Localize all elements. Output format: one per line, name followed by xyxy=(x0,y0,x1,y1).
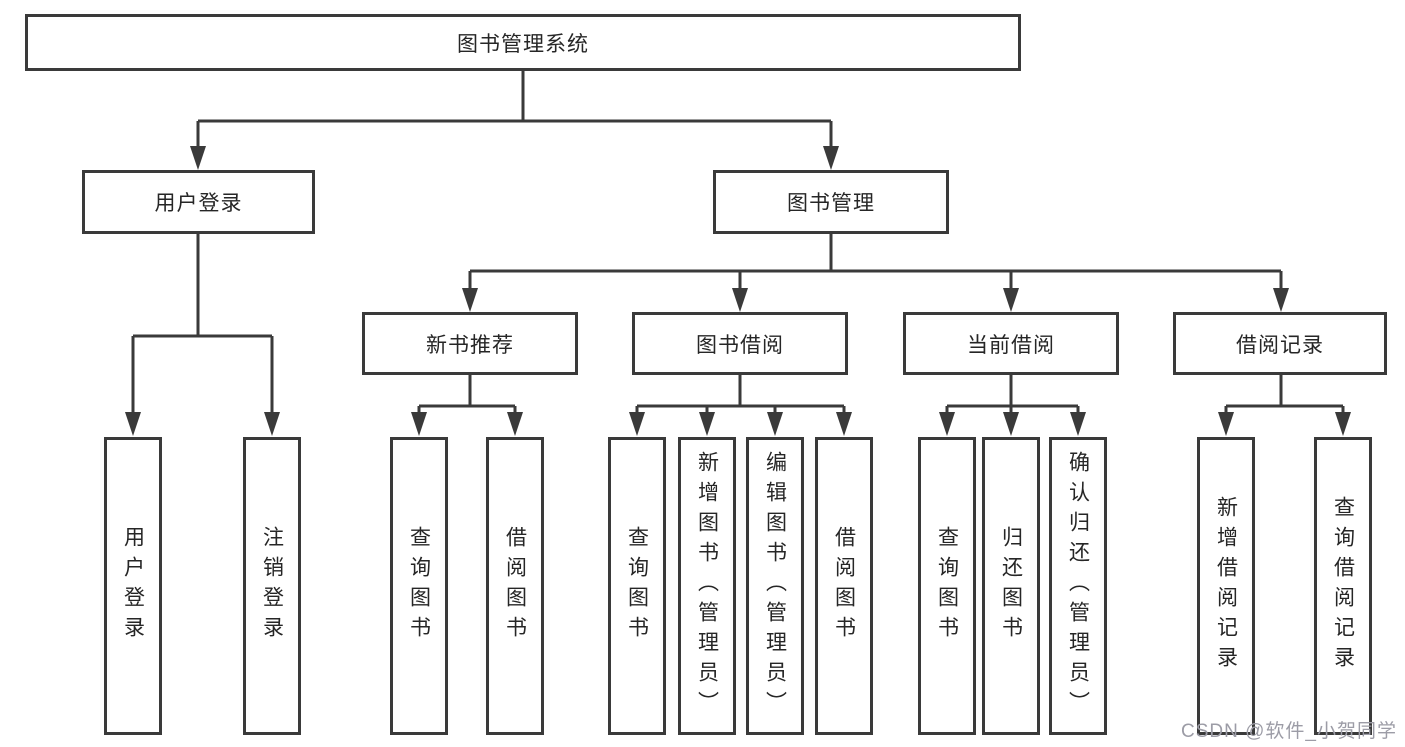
node-book-borrow: 图书借阅 xyxy=(632,312,848,375)
leaf-confirm-return-admin: 确认归还（管理员） xyxy=(1049,437,1107,735)
leaf-add-book-admin: 新增图书（管理员） xyxy=(678,437,736,735)
leaf-confirm-return-admin-label: 确认归还（管理员） xyxy=(1066,451,1090,721)
leaf-borrow-books-recommend-label: 借阅图书 xyxy=(503,526,527,646)
connector-new-book-children xyxy=(417,375,517,412)
leaf-query-borrow-record: 查询借阅记录 xyxy=(1314,437,1372,735)
node-current-borrow: 当前借阅 xyxy=(903,312,1119,375)
leaf-borrow-books: 借阅图书 xyxy=(815,437,873,735)
connector-user-login-children xyxy=(131,233,274,412)
node-book-management: 图书管理 xyxy=(713,170,949,234)
leaf-borrow-books-recommend: 借阅图书 xyxy=(486,437,544,735)
leaf-return-book-label: 归还图书 xyxy=(999,526,1023,646)
leaf-edit-book-admin: 编辑图书（管理员） xyxy=(746,437,804,735)
leaf-borrow-books-label: 借阅图书 xyxy=(832,526,856,646)
node-new-book-recommend: 新书推荐 xyxy=(362,312,578,375)
leaf-query-books-recommend: 查询图书 xyxy=(390,437,448,735)
connector-book-borrow-children xyxy=(635,375,846,412)
leaf-add-borrow-record: 新增借阅记录 xyxy=(1197,437,1255,735)
connector-borrow-records-children xyxy=(1224,375,1345,412)
leaf-edit-book-admin-label: 编辑图书（管理员） xyxy=(763,451,787,721)
leaf-add-book-admin-label: 新增图书（管理员） xyxy=(695,451,719,721)
leaf-user-login-label: 用户登录 xyxy=(121,526,145,646)
leaf-query-books-recommend-label: 查询图书 xyxy=(407,526,431,646)
leaf-logout-label: 注销登录 xyxy=(260,526,284,646)
node-library-management-system: 图书管理系统 xyxy=(25,14,1021,71)
leaf-query-books-current-label: 查询图书 xyxy=(935,526,959,646)
leaf-return-book: 归还图书 xyxy=(982,437,1040,735)
leaf-add-borrow-record-label: 新增借阅记录 xyxy=(1214,496,1238,676)
arrowheads xyxy=(125,146,1351,436)
leaf-query-books-current: 查询图书 xyxy=(918,437,976,735)
leaf-logout: 注销登录 xyxy=(243,437,301,735)
leaf-query-books-borrow: 查询图书 xyxy=(608,437,666,735)
node-borrow-records: 借阅记录 xyxy=(1173,312,1387,375)
leaf-user-login: 用户登录 xyxy=(104,437,162,735)
leaf-query-borrow-record-label: 查询借阅记录 xyxy=(1331,496,1355,676)
connector-current-borrow-children xyxy=(945,375,1080,412)
leaf-query-books-borrow-label: 查询图书 xyxy=(625,526,649,646)
connector-root-to-level2 xyxy=(196,71,833,146)
node-user-login: 用户登录 xyxy=(82,170,315,234)
connector-book-management-children xyxy=(468,233,1283,288)
